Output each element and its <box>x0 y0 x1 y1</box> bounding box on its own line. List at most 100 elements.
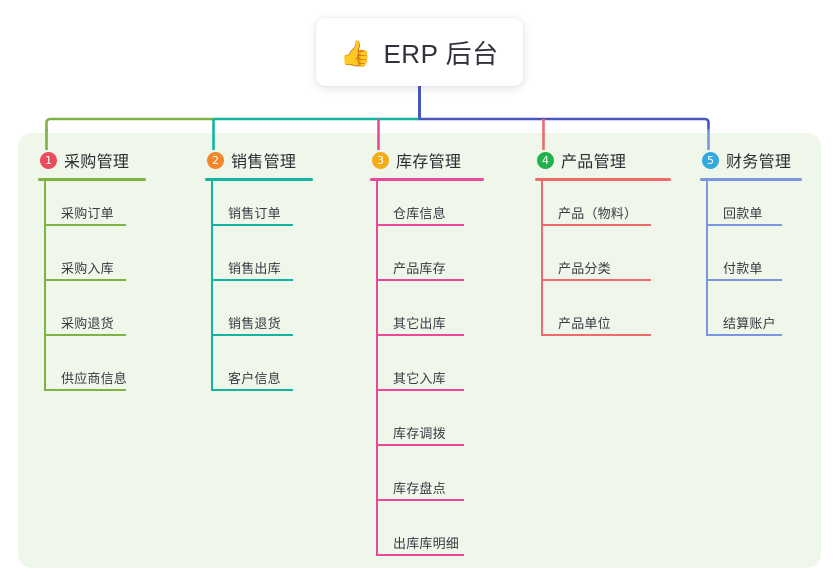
menu-item-label: 回款单 <box>723 206 763 221</box>
menu-item[interactable]: 销售出库 <box>205 236 355 291</box>
column-title: 库存管理 <box>396 154 462 171</box>
menu-item[interactable]: 产品单位 <box>535 291 685 346</box>
menu-item-label: 销售退货 <box>228 316 281 331</box>
root-node[interactable]: 👍 ERP 后台 <box>316 18 523 86</box>
menu-item[interactable]: 出库库明细 <box>370 511 520 566</box>
menu-item-rule <box>376 444 464 446</box>
menu-item-label: 采购退货 <box>61 316 114 331</box>
menu-item[interactable]: 产品分类 <box>535 236 685 291</box>
menu-item[interactable]: 仓库信息 <box>370 181 520 236</box>
menu-item-rule <box>376 499 464 501</box>
menu-item-label: 库存调拨 <box>393 426 446 441</box>
column-rule <box>700 178 802 181</box>
menu-item[interactable]: 销售订单 <box>205 181 355 236</box>
diagram-panel <box>18 133 821 568</box>
menu-item-label: 其它出库 <box>393 316 446 331</box>
column-4: 4 产品管理产品（物料） 产品分类产品单位 <box>535 148 685 346</box>
menu-item-label: 销售订单 <box>228 206 281 221</box>
column-items: 产品（物料） 产品分类产品单位 <box>535 181 685 346</box>
menu-item-rule <box>44 224 126 226</box>
menu-item-label: 库存盘点 <box>393 481 446 496</box>
menu-item-label: 仓库信息 <box>393 206 446 221</box>
menu-item-rule <box>706 279 782 281</box>
menu-item-label: 产品分类 <box>558 261 611 276</box>
menu-item[interactable]: 回款单 <box>700 181 839 236</box>
column-title: 采购管理 <box>64 154 130 171</box>
menu-item-label: 付款单 <box>723 261 763 276</box>
menu-item-label: 采购订单 <box>61 206 114 221</box>
column-rule <box>535 178 671 181</box>
column-title: 产品管理 <box>561 154 627 171</box>
column-items: 采购订单采购入库采购退货供应商信息 <box>38 181 188 401</box>
column-rule <box>370 178 484 181</box>
column-trunk-line <box>706 181 708 336</box>
menu-item-rule <box>44 334 126 336</box>
menu-item[interactable]: 结算账户 <box>700 291 839 346</box>
menu-item-label: 客户信息 <box>228 371 281 386</box>
column-trunk-line <box>376 181 378 556</box>
menu-item[interactable]: 采购退货 <box>38 291 188 346</box>
menu-item-rule <box>541 279 651 281</box>
menu-item-rule <box>376 389 464 391</box>
column-items: 回款单付款单结算账户 <box>700 181 839 346</box>
menu-item[interactable]: 库存调拨 <box>370 401 520 456</box>
menu-item-rule <box>44 279 126 281</box>
menu-item[interactable]: 其它出库 <box>370 291 520 346</box>
menu-item-rule <box>211 279 293 281</box>
menu-item[interactable]: 付款单 <box>700 236 839 291</box>
menu-item-rule <box>541 334 651 336</box>
menu-item-rule <box>376 224 464 226</box>
menu-item[interactable]: 采购订单 <box>38 181 188 236</box>
menu-item[interactable]: 其它入库 <box>370 346 520 401</box>
menu-item-rule <box>211 224 293 226</box>
column-header-1[interactable]: 1 采购管理 <box>38 148 188 172</box>
column-header-3[interactable]: 3 库存管理 <box>370 148 520 172</box>
menu-item[interactable]: 产品（物料） <box>535 181 685 236</box>
menu-item[interactable]: 产品库存 <box>370 236 520 291</box>
column-header-5[interactable]: 5 财务管理 <box>700 148 839 172</box>
column-5: 5 财务管理回款单付款单结算账户 <box>700 148 839 346</box>
column-items: 销售订单销售出库销售退货客户信息 <box>205 181 355 401</box>
menu-item[interactable]: 采购入库 <box>38 236 188 291</box>
column-badge-5: 5 <box>702 151 719 169</box>
menu-item-label: 销售出库 <box>228 261 281 276</box>
column-1: 1 采购管理采购订单采购入库采购退货供应商信息 <box>38 148 188 401</box>
column-items: 仓库信息产品库存其它出库其它入库库存调拨库存盘点出库库明细 <box>370 181 520 566</box>
thumbs-up-icon: 👍 <box>340 38 372 68</box>
menu-item-rule <box>706 224 782 226</box>
menu-item-label: 出库库明细 <box>393 536 460 551</box>
menu-item-label: 结算账户 <box>723 316 776 331</box>
column-header-4[interactable]: 4 产品管理 <box>535 148 685 172</box>
bus-segment-left <box>45 117 215 133</box>
column-title: 销售管理 <box>231 154 297 171</box>
column-title: 财务管理 <box>726 154 792 171</box>
bus-segment-right <box>418 117 710 133</box>
menu-item-rule <box>211 389 293 391</box>
menu-item-rule <box>211 334 293 336</box>
menu-item-label: 采购入库 <box>61 261 114 276</box>
menu-item-label: 产品库存 <box>393 261 446 276</box>
menu-item-label: 供应商信息 <box>61 371 128 386</box>
menu-item-label: 产品（物料） <box>558 206 638 221</box>
menu-item-label: 其它入库 <box>393 371 446 386</box>
column-badge-1: 1 <box>40 151 57 169</box>
column-badge-3: 3 <box>372 151 389 169</box>
menu-item[interactable]: 客户信息 <box>205 346 355 401</box>
menu-item-rule <box>44 389 126 391</box>
menu-item-rule <box>541 224 651 226</box>
menu-item-rule <box>376 334 464 336</box>
column-badge-4: 4 <box>537 151 554 169</box>
column-trunk-line <box>211 181 213 391</box>
menu-item-rule <box>706 334 782 336</box>
column-3: 3 库存管理仓库信息产品库存其它出库其它入库库存调拨库存盘点出库库明细 <box>370 148 520 566</box>
menu-item[interactable]: 销售退货 <box>205 291 355 346</box>
menu-item[interactable]: 供应商信息 <box>38 346 188 401</box>
root-title: ERP 后台 <box>383 38 499 69</box>
menu-item-rule <box>376 279 464 281</box>
menu-item-label: 产品单位 <box>558 316 611 331</box>
column-rule <box>205 178 313 181</box>
menu-item[interactable]: 库存盘点 <box>370 456 520 511</box>
